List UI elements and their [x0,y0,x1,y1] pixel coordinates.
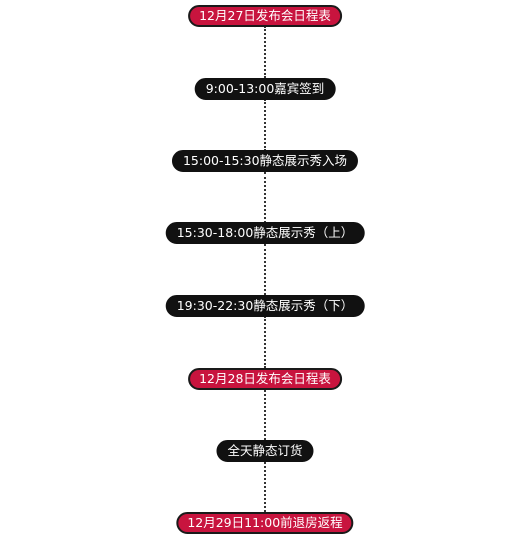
connector-line [264,462,266,512]
day1-title-node: 12月27日发布会日程表 [188,5,342,27]
event-node-show-part1: 15:30-18:00静态展示秀（上） [165,222,365,244]
event-node-guest-signin: 9:00-13:00嘉宾签到 [194,78,336,100]
connector-line [264,172,266,223]
connector-line [264,26,266,78]
event-node-all-day-ordering: 全天静态订货 [216,440,314,462]
connector-line [264,99,266,151]
connector-line [264,316,266,368]
connector-line [264,244,266,295]
event-node-show-entry: 15:00-15:30静态展示秀入场 [171,150,359,172]
day2-title-node: 12月28日发布会日程表 [188,368,342,390]
event-node-show-part2: 19:30-22:30静态展示秀（下） [165,295,365,317]
connector-line [264,390,266,440]
day3-checkout-node: 12月29日11:00前退房返程 [176,512,354,534]
